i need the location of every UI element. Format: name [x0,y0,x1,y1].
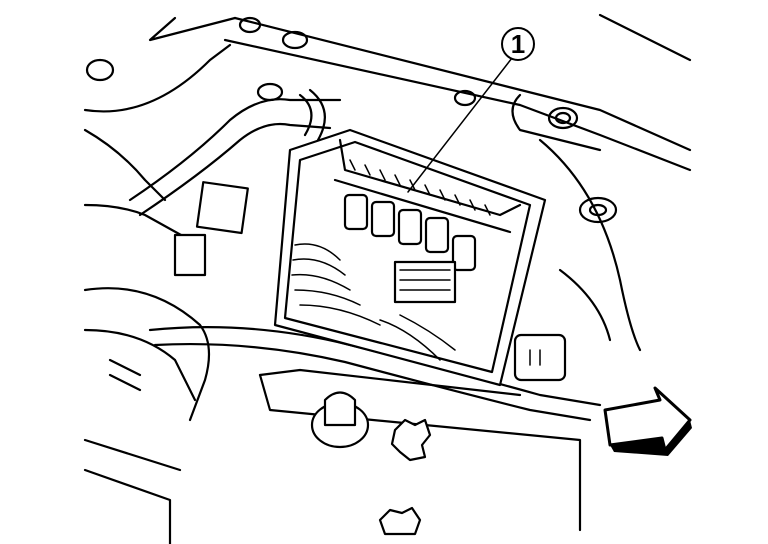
callout-number: 1 [511,29,525,59]
upper-body-panel [83,13,692,352]
front-direction-arrow [603,386,692,456]
callout-1: 1 [407,27,535,193]
lower-components [83,333,582,544]
fuse-row [343,193,477,272]
fuse-block [273,128,547,387]
